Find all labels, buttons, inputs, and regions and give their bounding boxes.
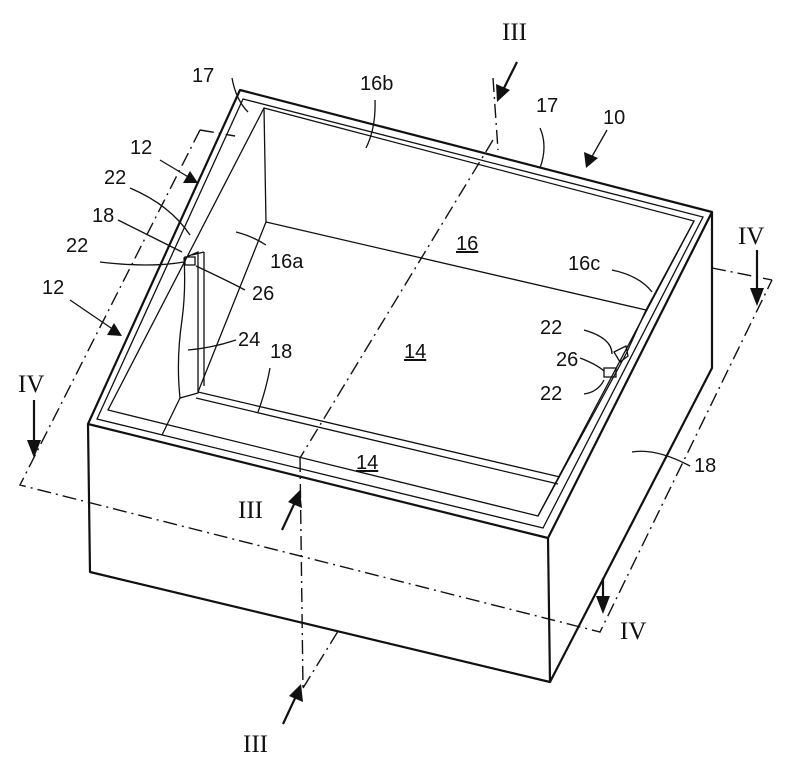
arrow-12-lower bbox=[69, 299, 122, 336]
leader-18-left bbox=[117, 219, 183, 253]
box-front-left-face bbox=[86, 423, 552, 684]
ref-26-right: 26 bbox=[556, 349, 578, 371]
section-line-iii-top bbox=[492, 77, 499, 151]
arrows bbox=[27, 61, 764, 725]
leader-16a bbox=[235, 231, 267, 246]
section-line-iv-top bbox=[199, 129, 236, 137]
leader-18-right bbox=[631, 450, 691, 467]
leader-22-b bbox=[99, 261, 185, 266]
label-iv-right-bottom: IV bbox=[620, 618, 646, 645]
ref-16b: 16b bbox=[360, 73, 393, 95]
back-left-inner-corner bbox=[263, 107, 267, 223]
section-line-iii-bottom bbox=[302, 627, 341, 689]
leader-22-c bbox=[583, 329, 613, 355]
ref-18-right: 18 bbox=[694, 455, 716, 477]
left-partition-24 bbox=[177, 251, 199, 399]
leader-22-a bbox=[129, 187, 191, 236]
leaders bbox=[99, 77, 691, 467]
floor-back-edge bbox=[265, 221, 647, 311]
label-iii-bottom: III bbox=[243, 731, 268, 758]
leader-17-left bbox=[231, 77, 249, 113]
arrow-iv-right-bottom bbox=[596, 578, 610, 614]
section-line-iii-diagonal bbox=[299, 139, 494, 459]
leader-17-right bbox=[539, 127, 545, 169]
ref-18-left: 18 bbox=[92, 205, 114, 227]
ref-12-upper: 12 bbox=[130, 137, 152, 159]
ref-10: 10 bbox=[603, 107, 625, 129]
left-notch-26 bbox=[184, 256, 196, 266]
floor-front-edge-18 bbox=[197, 391, 561, 478]
leader-22-d bbox=[583, 379, 605, 395]
reference-numerals: 10 12 12 14 14 16 16a 16b 16c 17 17 18 1… bbox=[42, 65, 716, 477]
section-line-iv-right bbox=[711, 267, 773, 281]
right-partition-post bbox=[613, 345, 629, 363]
arrow-12-upper bbox=[159, 159, 198, 183]
box-outline bbox=[86, 88, 714, 684]
leader-18-mid bbox=[257, 367, 271, 413]
arrow-10 bbox=[584, 129, 608, 168]
right-notch-26 bbox=[603, 367, 617, 378]
arrow-iii-top bbox=[496, 61, 518, 102]
box-rim-second-line bbox=[96, 98, 704, 529]
cavity-edges bbox=[161, 107, 695, 517]
ref-16: 16 bbox=[456, 233, 478, 255]
ref-24: 24 bbox=[238, 329, 260, 351]
leader-26-right bbox=[579, 357, 605, 372]
label-iv-right-top: IV bbox=[738, 223, 764, 250]
arrow-iii-bottom bbox=[282, 684, 303, 725]
ref-16a: 16a bbox=[270, 251, 304, 273]
ref-12-lower: 12 bbox=[42, 277, 64, 299]
leader-16c bbox=[611, 269, 653, 293]
floor-right-edge bbox=[625, 309, 647, 355]
back-right-inner-corner bbox=[645, 220, 695, 311]
floor-left-edge bbox=[197, 221, 267, 393]
leader-24 bbox=[187, 339, 237, 351]
section-line-iii-vertical bbox=[299, 457, 304, 689]
leader-16b bbox=[365, 99, 376, 149]
arrow-iii-mid bbox=[281, 490, 302, 531]
ref-22-d: 22 bbox=[540, 383, 562, 405]
section-labels: III III III IV IV IV bbox=[18, 19, 764, 758]
front-right-inner-corner bbox=[537, 353, 627, 517]
arrow-iv-left bbox=[27, 400, 41, 458]
ref-22-a: 22 bbox=[104, 167, 126, 189]
ref-17-left: 17 bbox=[192, 65, 214, 87]
box-outer-rim bbox=[86, 88, 714, 540]
floor-front-edge-18b bbox=[195, 397, 559, 485]
arrow-iv-right-top bbox=[750, 250, 764, 306]
section-lines bbox=[18, 77, 773, 689]
ref-14-floor: 14 bbox=[404, 341, 426, 363]
ref-16c: 16c bbox=[568, 253, 600, 275]
ref-14-front: 14 bbox=[356, 452, 378, 474]
left-partition-back-edge bbox=[191, 251, 205, 256]
left-lower-corner bbox=[161, 397, 181, 436]
box-front-right-face bbox=[549, 212, 714, 683]
box-inner-rim bbox=[107, 107, 695, 517]
ref-26-left: 26 bbox=[252, 283, 274, 305]
label-iii-mid: III bbox=[238, 497, 263, 524]
ref-22-b: 22 bbox=[66, 235, 88, 257]
leader-26-left bbox=[195, 265, 246, 291]
ref-17-right: 17 bbox=[536, 95, 558, 117]
ref-18-mid: 18 bbox=[270, 341, 292, 363]
ref-22-c: 22 bbox=[540, 317, 562, 339]
label-iii-top: III bbox=[502, 19, 527, 46]
label-iv-left: IV bbox=[18, 371, 44, 398]
